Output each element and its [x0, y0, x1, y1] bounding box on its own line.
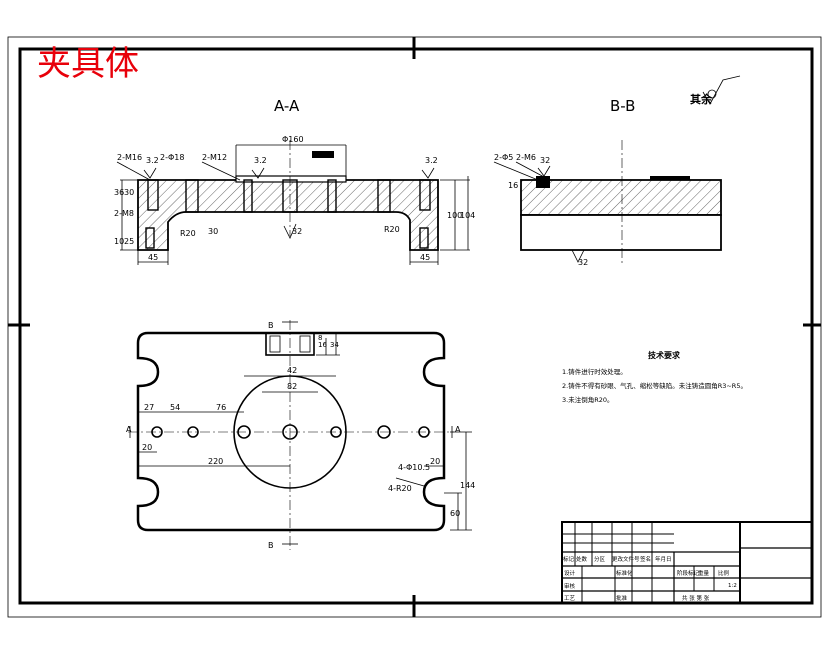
bb-body-top [520, 179, 722, 216]
dim-104: 104 [460, 211, 475, 220]
dim-45-right: 45 [420, 253, 430, 262]
roughness-note: 其余 [690, 92, 713, 106]
dim-ra32b: 3.2 [254, 156, 267, 165]
centering-marks [8, 37, 821, 617]
dim-30: 30 [124, 188, 134, 197]
bb-body-bottom [520, 214, 722, 251]
plan-82: 82 [287, 382, 297, 391]
dim-ra32c: 32 [292, 227, 302, 236]
dim-2m16: 2-M16 [117, 153, 142, 162]
dim-ra32d: 3.2 [425, 156, 438, 165]
tb-process: 工艺 [564, 595, 576, 602]
dim-36: 36 [114, 188, 124, 197]
tb-approve: 批准 [616, 594, 628, 602]
plan-144: 144 [460, 481, 475, 490]
plan-4phi: 4-Φ10.5 [398, 463, 430, 472]
aa-body [137, 179, 439, 251]
tech-heading: 技术要求 [648, 350, 681, 360]
plan-outline [136, 331, 446, 532]
tb-mark: 标记 [563, 555, 575, 563]
tech-item-2: 2.铸件不得有砂眼、气孔、缩松等缺陷。未注铸造圆角R3~R5。 [562, 381, 747, 390]
plan-76: 76 [216, 403, 226, 412]
tb-scale-value: 1:2 [728, 583, 737, 589]
dim-ra32a: 3.2 [146, 156, 159, 165]
tb-std: 标准化 [616, 569, 633, 577]
plan-mark-a-left: A [126, 425, 132, 434]
tb-scale: 比例 [718, 569, 730, 577]
dim-25: 25 [124, 237, 134, 246]
plan-27: 27 [144, 403, 154, 412]
title-block [561, 521, 813, 604]
plan-mark-b-top: B [268, 321, 274, 330]
dim-phi160: Φ160 [282, 135, 304, 144]
tb-review: 审核 [564, 582, 576, 590]
tb-zone: 分区 [594, 555, 606, 563]
tb-weight: 重量 [698, 569, 710, 577]
drawing-title: 夹具体 [37, 44, 139, 84]
dim-2phi18: 2-Φ18 [160, 153, 184, 162]
plan-20a: 20 [142, 443, 152, 452]
bb-2phi5: 2-Φ5 [494, 153, 513, 162]
plan-42: 42 [287, 366, 297, 375]
tech-item-3: 3.未注倒角R20。 [562, 395, 614, 404]
dim-r20b: R20 [384, 225, 400, 234]
bb-32: 32 [540, 156, 550, 165]
plan-view: A A B B 27 54 76 20 220 42 82 [126, 320, 475, 550]
plan-220: 220 [208, 457, 223, 466]
dim-2m12: 2-M12 [202, 153, 227, 162]
title-block-text: 标记 处数 分区 更改文件号 签名 年月日 设计 标准化 审核 工艺 批准 阶段… [563, 555, 737, 602]
plan-r20: 4-R20 [388, 484, 412, 493]
plan-8: 8 [318, 334, 322, 342]
dim-2m8: 2-M8 [114, 209, 134, 218]
section-bb: 2-Φ5 2-M6 16 32 32 [493, 140, 722, 267]
view-label-aa: A-A [274, 97, 300, 115]
tb-change: 更改文件号 [612, 555, 640, 563]
section-aa: Φ160 2-M16 2-Φ18 2-M12 3.2 3.2 3.2 [114, 135, 475, 265]
dim-100: 100 [447, 211, 462, 220]
dim-10: 10 [114, 237, 124, 246]
plan-60: 60 [450, 509, 460, 518]
tb-design: 设计 [564, 569, 576, 577]
view-label-bb: B-B [610, 97, 635, 115]
aa-boss [235, 175, 347, 183]
dim-r20a: R20 [180, 229, 196, 238]
bb-32b: 32 [578, 258, 588, 267]
dim-30b: 30 [208, 227, 218, 236]
plan-16: 16 [318, 341, 327, 349]
plan-54: 54 [170, 403, 180, 412]
tb-count: 处数 [576, 555, 588, 563]
dim-45-left: 45 [148, 253, 158, 262]
tb-sheets: 共 张 第 张 [682, 594, 710, 602]
bb-2m6: 2-M6 [516, 153, 536, 162]
plan-20b: 20 [430, 457, 440, 466]
tb-stage: 阶段标记 [677, 569, 700, 577]
plan-mark-b-bottom: B [268, 541, 274, 550]
tech-item-1: 1.铸件进行时效处理。 [562, 367, 627, 376]
plan-mark-a-right: A [455, 425, 461, 434]
tb-sign: 签名 [640, 555, 651, 563]
bb-16: 16 [508, 181, 518, 190]
plan-34: 34 [330, 341, 339, 349]
tb-date: 年月日 [655, 555, 672, 563]
tech-requirements: 技术要求 1.铸件进行时效处理。 2.铸件不得有砂眼、气孔、缩松等缺陷。未注铸造… [562, 350, 747, 404]
roughness-symbol [702, 75, 741, 105]
